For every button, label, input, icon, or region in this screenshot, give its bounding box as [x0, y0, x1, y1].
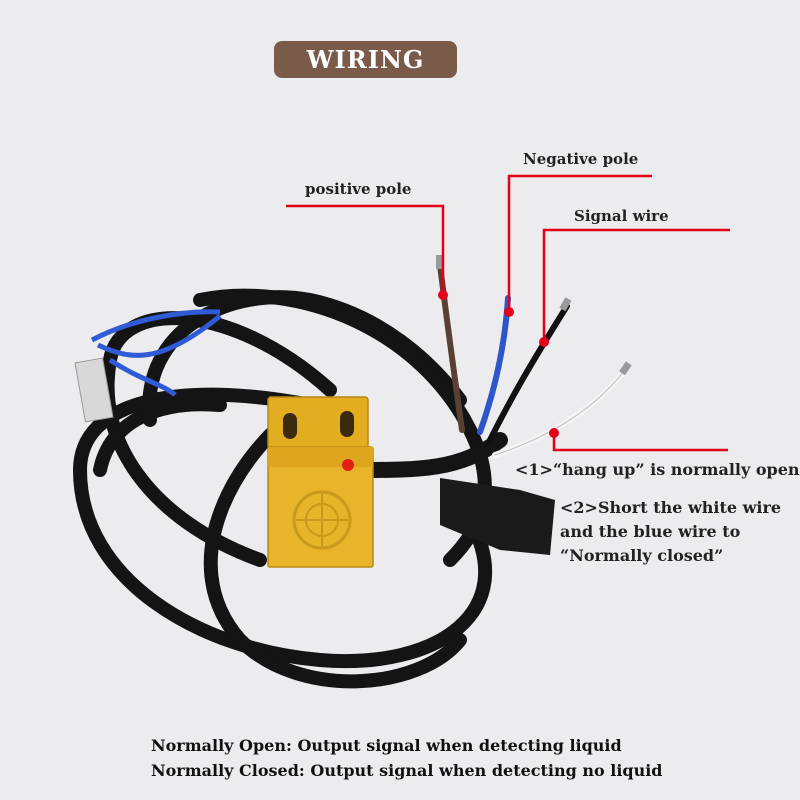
- leader-white: [552, 433, 728, 452]
- proximity-sensor: [267, 396, 374, 568]
- wire-white: [492, 367, 628, 458]
- wire-black: [487, 303, 570, 443]
- note-short-line1: <2>Short the white wire: [560, 498, 782, 517]
- leader-positive: [286, 204, 445, 295]
- leader-dots: [438, 290, 559, 438]
- leader-negative: [507, 174, 652, 312]
- label-signal-wire: Signal wire: [574, 207, 669, 225]
- note-normally-open: <1>“hang up” is normally open: [515, 460, 800, 479]
- cable-connector-block: [440, 478, 555, 555]
- cable-to-wires: [352, 432, 508, 478]
- led-indicator: [342, 459, 354, 471]
- label-positive-pole: positive pole: [305, 180, 412, 198]
- footer-normally-open: Normally Open: Output signal when detect…: [151, 736, 622, 755]
- page-title: WIRING: [274, 41, 457, 78]
- note-short-line2: and the blue wire to: [560, 522, 741, 541]
- note-short-line3: “Normally closed”: [560, 546, 724, 565]
- leader-lines: [286, 174, 730, 452]
- cable-coil: [72, 288, 493, 689]
- cable-label-tag: [74, 357, 114, 423]
- footer-normally-closed: Normally Closed: Output signal when dete…: [151, 761, 663, 780]
- label-negative-pole: Negative pole: [523, 150, 639, 168]
- leader-signal: [542, 228, 730, 342]
- blue-cable-ties: [90, 309, 222, 397]
